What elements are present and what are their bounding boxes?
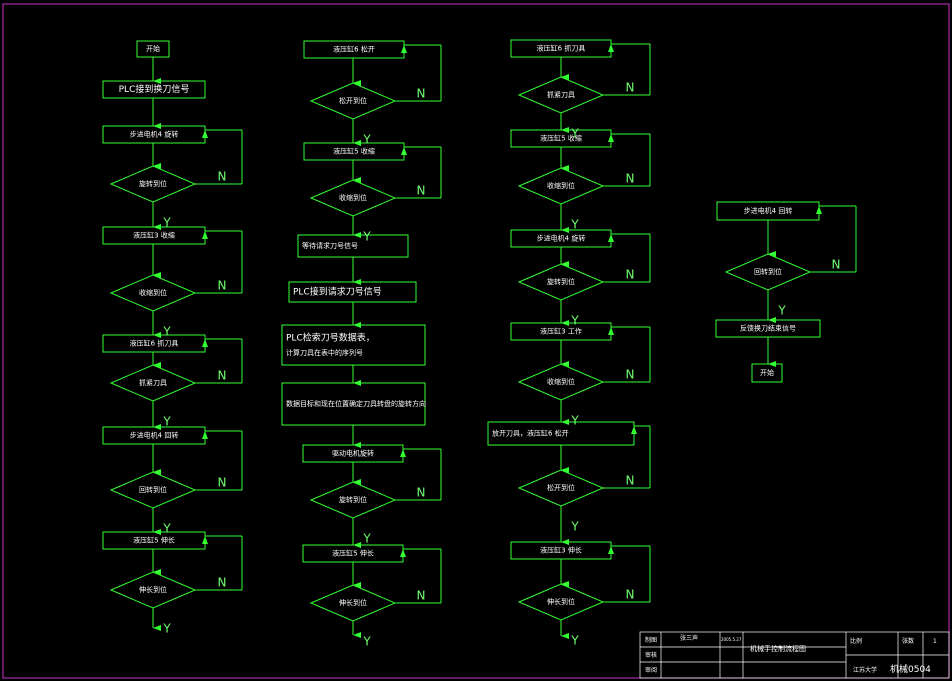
node-label: 液压缸5 收缩: [333, 147, 375, 156]
node-label: 液压缸6 松开: [333, 45, 375, 54]
node-label: 回转到位: [139, 485, 167, 494]
yes-label: Y: [162, 622, 171, 636]
no-label: N: [218, 369, 227, 383]
node-label: 抓紧刀具: [547, 90, 575, 99]
node-label: 伸长到位: [139, 585, 167, 594]
node-label: PLC接到换刀信号: [119, 83, 190, 95]
no-label: N: [218, 279, 227, 293]
node-label: 收缩到位: [547, 181, 575, 190]
node-label: 开始: [146, 44, 160, 53]
node-label: 液压缸5 伸长: [133, 536, 175, 545]
node-label: 步进电机4 回转: [744, 206, 793, 215]
node-label: 步进电机4 旋转: [130, 130, 179, 139]
title-block-drawer: 张三声: [680, 634, 698, 642]
node-label: 液压缸5 收缩: [540, 134, 582, 143]
node-label: 等待请求刀号信号: [302, 241, 358, 250]
node-label: 伸长到位: [547, 597, 575, 606]
title-block-scale-label: 比例: [850, 637, 862, 645]
title-block-row-label: 审阅: [645, 666, 657, 674]
node-label: 放开刀具，液压缸6 松开: [492, 429, 569, 438]
no-label: N: [417, 486, 426, 500]
node-label: 抓紧刀具: [139, 378, 167, 387]
yes-label: Y: [362, 230, 371, 244]
yes-label: Y: [570, 520, 579, 534]
no-label: N: [218, 170, 227, 184]
yes-label: Y: [362, 635, 371, 649]
yes-label: Y: [777, 304, 786, 318]
title-block-school: 江苏大学: [853, 666, 877, 674]
no-label: N: [626, 268, 635, 282]
node-label: 数据目标和现在位置确定刀具转盘的旋转方向: [286, 399, 426, 408]
no-label: N: [626, 588, 635, 602]
node-label: 计算刀具在表中的序列号: [286, 348, 363, 357]
node-label: 步进电机4 旋转: [537, 234, 586, 243]
yes-label: Y: [362, 133, 371, 147]
node-label: 回转到位: [754, 267, 782, 276]
title-block-date: 2005.5.27: [721, 637, 742, 642]
node-label: 步进电机4 回转: [130, 431, 179, 440]
yes-label: Y: [570, 218, 579, 232]
yes-label: Y: [362, 532, 371, 546]
no-label: N: [218, 476, 227, 490]
no-label: N: [626, 474, 635, 488]
yes-label: Y: [570, 414, 579, 428]
node-label: 收缩到位: [339, 193, 367, 202]
no-label: N: [417, 87, 426, 101]
yes-label: Y: [570, 127, 579, 141]
title-block-row-label: 审核: [645, 651, 657, 659]
no-label: N: [626, 81, 635, 95]
title-block-class-id: 机械0504: [890, 663, 931, 675]
yes-label: Y: [570, 314, 579, 328]
node-label: 旋转到位: [547, 277, 575, 286]
node-label: 液压缸3 伸长: [540, 546, 582, 555]
node-label: 液压缸3 收缩: [133, 231, 175, 240]
node-label: PLC检索刀号数据表，: [286, 332, 375, 344]
no-label: N: [417, 589, 426, 603]
no-label: N: [626, 172, 635, 186]
node-label: 收缩到位: [139, 288, 167, 297]
title-block-row-label: 制图: [645, 636, 657, 644]
title-block-sheet-label: 张数: [902, 637, 914, 645]
no-label: N: [626, 368, 635, 382]
node-label: 松开到位: [547, 483, 575, 492]
node-label: 旋转到位: [339, 495, 367, 504]
no-label: N: [417, 184, 426, 198]
node-label: 开始: [760, 368, 774, 377]
title-block-title: 机械手控制流程图: [750, 644, 806, 653]
process-box: [281, 324, 426, 366]
node-label: 伸长到位: [339, 598, 367, 607]
node-label: 驱动电机旋转: [332, 449, 374, 458]
no-label: N: [832, 258, 841, 272]
node-label: 反馈换刀结束信号: [740, 324, 796, 333]
node-label: 松开到位: [339, 96, 367, 105]
title-block: 制图 审核 审阅 张三声 2005.5.27 机械手控制流程图 比例 张数 1 …: [639, 631, 950, 679]
yes-label: Y: [162, 325, 171, 339]
yes-label: Y: [162, 216, 171, 230]
no-label: N: [218, 576, 227, 590]
process-box: [751, 363, 783, 383]
node-label: PLC接到请求刀号信号: [293, 286, 382, 298]
node-label: 收缩到位: [547, 377, 575, 386]
node-label: 液压缸3 工作: [540, 327, 582, 336]
node-label: 液压缸5 伸长: [332, 549, 374, 558]
title-block-sheet-value: 1: [933, 638, 937, 645]
drawing-frame: [2, 3, 950, 679]
node-label: 液压缸6 抓刀具: [537, 44, 586, 53]
yes-label: Y: [162, 522, 171, 536]
yes-label: Y: [162, 415, 171, 429]
node-label: 旋转到位: [139, 179, 167, 188]
node-label: 液压缸6 抓刀具: [130, 339, 179, 348]
yes-label: Y: [570, 634, 579, 648]
